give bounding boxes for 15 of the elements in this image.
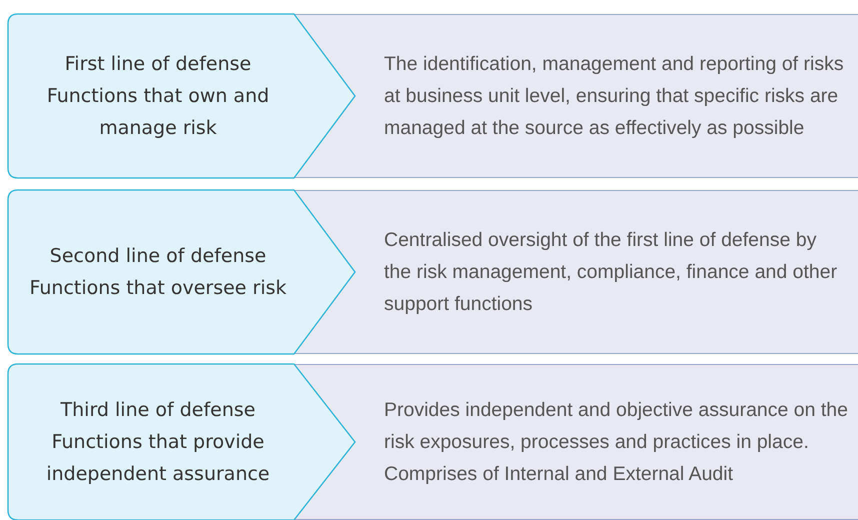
description-band <box>356 190 858 354</box>
line-title: First line of defense <box>64 52 252 77</box>
line-description: Functions that own and manage risk <box>46 84 270 141</box>
description-text: The identification, management and reporting of risks at business unit level, ensuring that specific risks are managed at the source as effectively as possible <box>384 52 845 141</box>
line-title: Second line of defense <box>50 244 266 269</box>
chevron-shape <box>8 190 356 354</box>
description-text: Provides independent and objective assurance on the risk exposures, processes and practices in place. Comprises of Internal and External Audit <box>384 398 848 487</box>
description-band <box>356 364 858 520</box>
line-description: Functions that provide independent assurance <box>45 430 271 487</box>
chevron-shape <box>8 364 356 520</box>
line-description: Functions that oversee risk <box>29 276 287 301</box>
chevron-shape <box>8 14 356 178</box>
description-text: Centralised oversight of the first line of defense by the risk management, compliance, finance and other support functions <box>384 228 838 317</box>
line-title: Third line of defense <box>60 398 256 423</box>
description-band <box>356 14 858 178</box>
